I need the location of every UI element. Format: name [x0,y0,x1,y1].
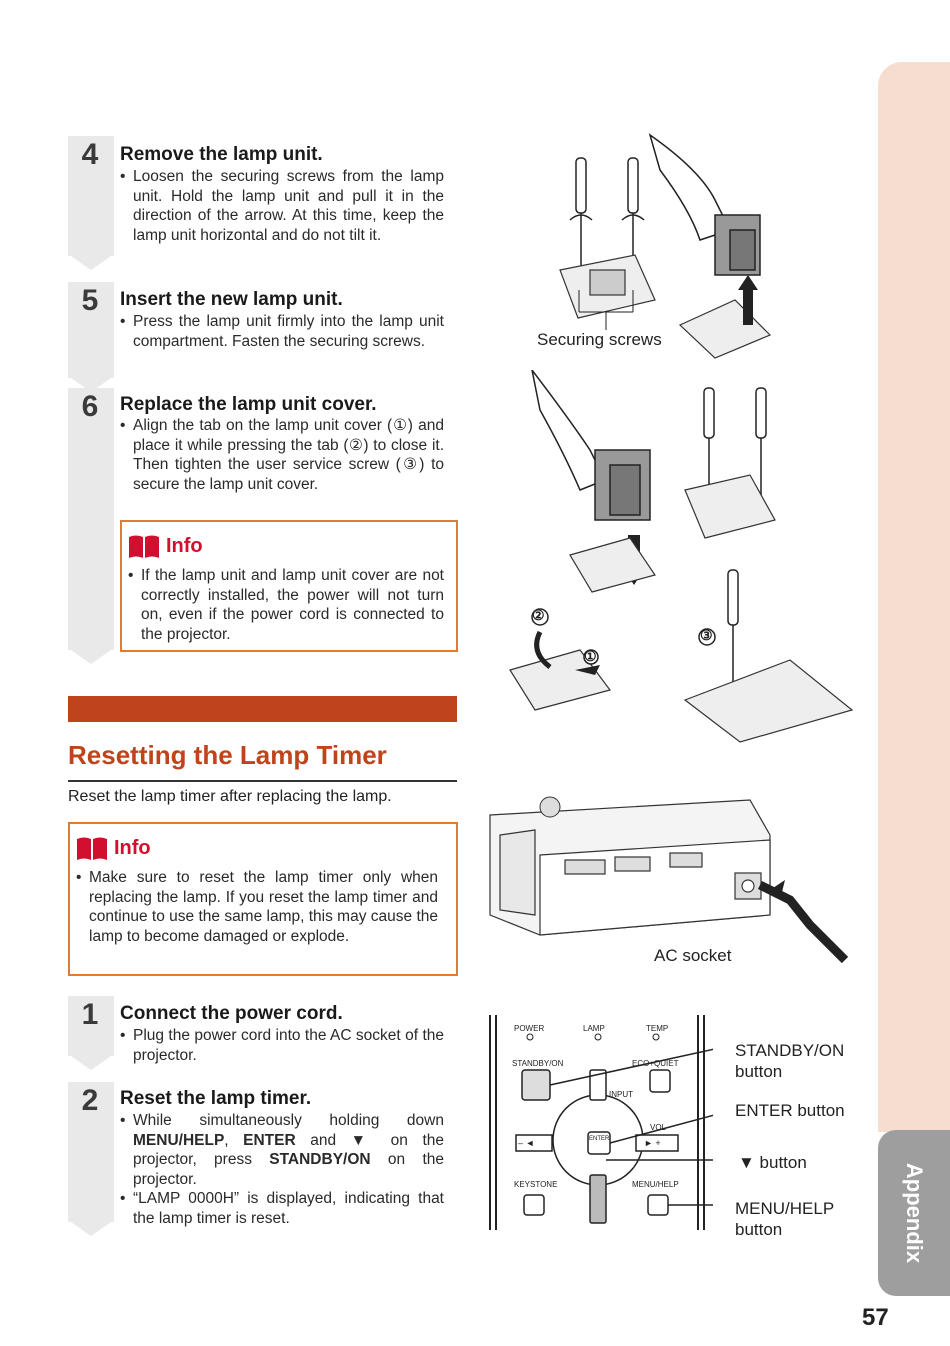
info-box-1-text: •If the lamp unit and lamp unit cover ar… [128,567,444,643]
panel-minus-label: – ◄ [518,1138,535,1148]
appendix-tab-label: Appendix [902,1162,927,1264]
step-4-title: Remove the lamp unit. [120,144,323,165]
side-tab-background [878,62,950,1132]
securing-screws-label: Securing screws [537,330,662,349]
step-4-band [68,136,114,270]
info-box-2-bullet: Make sure to reset the lamp timer only w… [89,869,438,945]
step-2-bullet-2: “LAMP 0000H” is displayed, indicating th… [133,1190,444,1227]
step-5-body: •Press the lamp unit firmly into the lam… [120,313,444,350]
step-1-title: Connect the power cord. [120,1003,343,1024]
step-6-number: 6 [81,390,99,423]
control-panel-illustration [489,1015,713,1230]
step-5-bullet: Press the lamp unit firmly into the lamp… [133,313,444,350]
step-4-body: •Loosen the securing screws from the lam… [120,168,444,244]
step-5-title: Insert the new lamp unit. [120,289,343,310]
info-box-lamp-install [120,520,458,652]
info-heading: Info [114,837,151,859]
menu-help-callout: MENU/HELP button [735,1199,834,1239]
step-2-band [68,1082,114,1236]
step-5-band [68,282,114,392]
step-5-number: 5 [81,284,99,317]
step-6-band [68,388,114,664]
step-6-title: Replace the lamp unit cover. [120,394,377,415]
panel-power-label: POWER [514,1024,545,1033]
step-1-number: 1 [81,998,99,1031]
step-2-bullet-1: While simultaneously holding down MENU/H… [133,1112,444,1188]
section-rule [68,780,457,782]
book-icon [129,535,159,558]
panel-plus-label: ► + [644,1138,661,1148]
step-1-band [68,996,114,1070]
panel-standby-label: STANDBY/ON [512,1059,564,1068]
step-2-number: 2 [81,1084,99,1117]
ac-socket-label: AC socket [654,946,732,965]
panel-enter-label: ENTER [589,1136,610,1142]
section-header-bar [68,696,457,722]
section-title: Resetting the Lamp Timer [68,740,387,770]
step-4-bullet: Loosen the securing screws from the lamp… [133,168,444,244]
panel-vol-label: VOL [650,1123,667,1132]
standby-on-callout: STANDBY/ON button [735,1041,845,1081]
down-button-callout: ▼ button [738,1153,807,1172]
circle-2-label: ② [532,607,545,623]
step-2-title: Reset the lamp timer. [120,1088,312,1109]
step-6-body: •Align the tab on the lamp unit cover (①… [120,417,444,493]
step-1-body: •Plug the power cord into the AC socket … [120,1027,444,1064]
enter-callout: ENTER button [735,1101,845,1120]
panel-eco-label: ECO+QUIET [632,1059,679,1068]
replace-cover-illustration [509,370,854,743]
step-4-number: 4 [81,138,99,171]
panel-keystone-label: KEYSTONE [514,1180,558,1189]
appendix-tab[interactable]: Appendix [878,1130,950,1296]
panel-temp-label: TEMP [646,1024,669,1033]
panel-input-label: INPUT [609,1090,633,1099]
info-heading: Info [166,535,203,557]
info-box-reset-warning [68,822,458,976]
panel-lamp-label: LAMP [583,1024,605,1033]
panel-menu-label: MENU/HELP [632,1180,679,1189]
projector-rear-illustration [489,796,849,964]
circle-1-label: ① [584,648,597,664]
step-2-body: •While simultaneously holding down MENU/… [120,1112,444,1227]
book-icon [77,837,107,860]
section-intro: Reset the lamp timer after replacing the… [68,788,392,805]
remove-lamp-illustration [559,133,772,359]
circle-3-label: ③ [700,627,713,643]
info-box-2-text: •Make sure to reset the lamp timer only … [76,869,438,945]
page-number: 57 [862,1304,889,1331]
step-1-bullet: Plug the power cord into the AC socket o… [133,1027,444,1064]
info-box-1-bullet: If the lamp unit and lamp unit cover are… [141,567,444,643]
step-6-bullet: Align the tab on the lamp unit cover (①)… [133,417,444,493]
